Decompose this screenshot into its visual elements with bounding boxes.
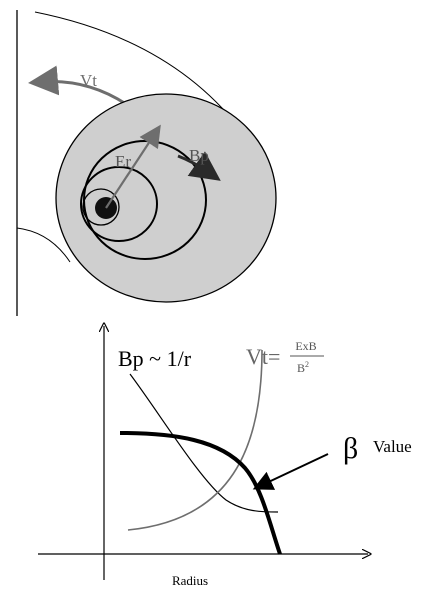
bp-relation-label: Bp ~ 1/r (118, 346, 192, 371)
beta-symbol: β (343, 432, 358, 465)
flux-surface-inner (82, 188, 120, 226)
beta-curve (119, 431, 282, 555)
er-arrow (105, 124, 161, 209)
outer-arc-bottom (16, 227, 71, 263)
vt-label: Vt (80, 71, 97, 90)
flux-surface-middle (80, 166, 158, 242)
bp-label: Bp (189, 146, 209, 165)
beta-value-label: Value (373, 437, 412, 456)
beta-pointer-arrow (252, 453, 329, 490)
x-axis-label: Radius (172, 573, 208, 588)
vt-formula-numerator: ExB (295, 339, 316, 353)
vt-curve (127, 349, 263, 531)
bp-arrow (177, 151, 221, 181)
profile-graph: Bp ~ 1/r Vt= ExB B2 β Value Radius (38, 326, 412, 588)
vt-formula-denominator-exp: 2 (305, 360, 309, 369)
vt-formula-denominator-base: B (297, 361, 305, 375)
er-label: Er (115, 152, 131, 171)
vt-arrow (28, 65, 127, 106)
cross-section-diagram: Vt Er Bp (16, 10, 277, 316)
plasma-disk (55, 93, 277, 303)
vt-formula-prefix: Vt= (246, 344, 280, 369)
bp-curve (129, 373, 279, 513)
vt-formula-denominator: B2 (297, 360, 309, 375)
